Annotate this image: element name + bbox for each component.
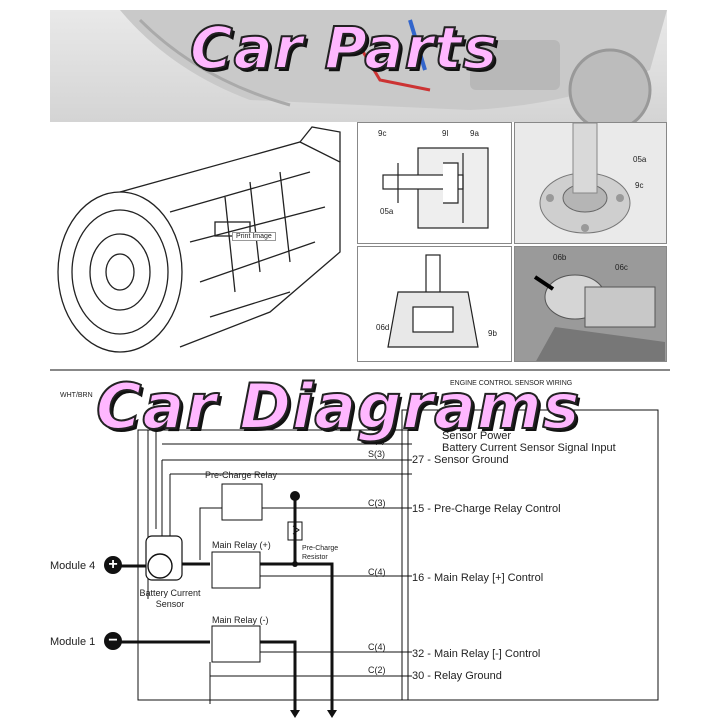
pre-charge-resistor-label: Pre-Charge Resistor: [302, 545, 339, 561]
module-4-plus-icon: +: [104, 556, 122, 574]
connector-c2: C(2): [368, 665, 386, 675]
callout-06b: 06b: [553, 253, 567, 262]
module-1-minus-icon: −: [104, 632, 122, 650]
callout-9c-hub: 9c: [635, 181, 644, 190]
pre-charge-relay-label: Pre-Charge Relay: [205, 470, 278, 480]
connector-c4a: C(4): [368, 567, 386, 577]
module-4-label: Module 4: [50, 560, 96, 572]
callout-06c: 06c: [615, 263, 628, 272]
car-photo-banner: [50, 10, 667, 122]
connector-s4: S(4): [368, 435, 386, 445]
callout-9b: 9b: [488, 329, 497, 338]
hub-photo-illustration: [539, 123, 631, 234]
connector-s3: S(3): [368, 449, 386, 459]
caliper-photo-illustration: [533, 274, 665, 361]
car-diagrams-title: Car Diagrams: [95, 369, 581, 444]
connector-c3: C(3): [368, 498, 386, 508]
callout-05a-hub: 05a: [633, 155, 647, 164]
battery-current-sensor-label: Battery Current Sensor: [139, 588, 201, 609]
callout-9l: 9l: [442, 129, 449, 138]
pin-16-main-relay-pos-control: 16 - Main Relay [+] Control: [412, 572, 544, 584]
wiring-diagram: + − WHT/BRN ENGINE CONTROL SENSOR WIRING…: [50, 364, 670, 720]
pin-30-relay-ground: 30 - Relay Ground: [412, 670, 502, 682]
pin-15-pre-charge-control: 15 - Pre-Charge Relay Control: [412, 503, 561, 515]
connector-c4b: C(4): [368, 642, 386, 652]
callout-9c: 9c: [378, 129, 387, 138]
callout-9a: 9a: [470, 129, 479, 138]
callout-05a: 05a: [380, 207, 394, 216]
transmission-drawing: Print Image: [50, 122, 355, 362]
pin-32-main-relay-neg-control: 32 - Main Relay [-] Control: [412, 648, 541, 660]
cross-section-1-illustration: [382, 147, 489, 229]
wiring-diagram-lines: [50, 369, 670, 718]
main-relay-neg-label: Main Relay (-): [212, 615, 269, 625]
detail-cross-section-2: 06d 9b: [357, 246, 512, 362]
detail-cross-section-1: 9c 9l 9a 05a: [357, 122, 512, 244]
module-1-label: Module 1: [50, 636, 96, 648]
cross-section-2-illustration: [387, 254, 479, 348]
detail-caliper-photo: 06b 06c: [514, 246, 667, 362]
pin-sensor-power: Sensor Power: [442, 430, 512, 442]
car-photo-illustration: [120, 10, 667, 122]
engine-wiring-label: ENGINE CONTROL SENSOR WIRING: [450, 380, 573, 387]
transmission-illustration: [57, 126, 341, 353]
pin-sensor-signal: Battery Current Sensor Signal Input: [442, 442, 616, 454]
pin-27-sensor-ground: 27 - Sensor Ground: [412, 454, 509, 466]
car-parts-title: Car Parts: [189, 13, 499, 83]
callout-06d: 06d: [376, 323, 390, 332]
detail-hub-photo: 05a 9c: [514, 122, 667, 244]
main-relay-pos-label: Main Relay (+): [212, 540, 271, 550]
wire-color-label: WHT/BRN: [60, 392, 93, 399]
print-image-label[interactable]: Print Image: [232, 232, 276, 241]
